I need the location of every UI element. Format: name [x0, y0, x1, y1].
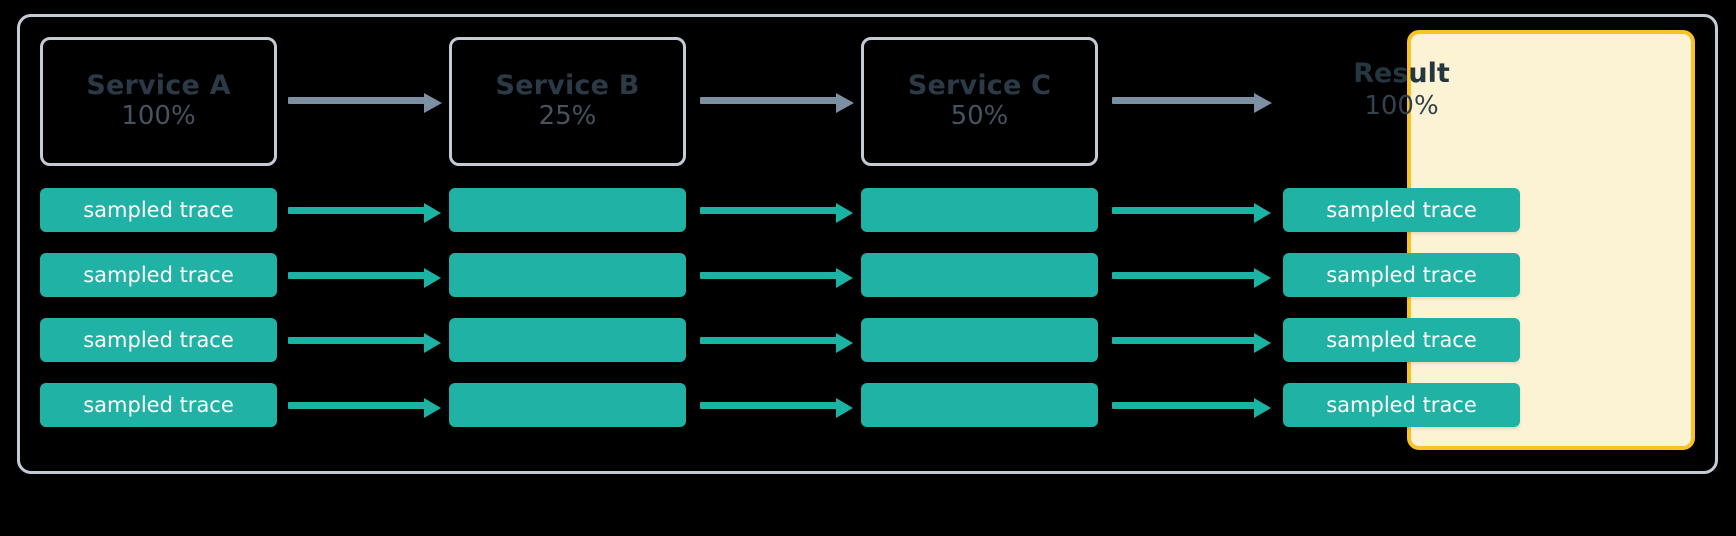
trace-bar-service-a-1[interactable]: sampled trace — [40, 188, 277, 232]
trace-bar-label: sampled trace — [83, 392, 234, 417]
arrow-head-icon — [836, 203, 853, 223]
trace-bar-service-a-4[interactable]: sampled trace — [40, 383, 277, 427]
trace-bar-label: sampled trace — [83, 327, 234, 352]
result-title: Result — [1353, 58, 1450, 89]
arrow-shaft — [1112, 206, 1255, 214]
arrow-shaft — [288, 401, 425, 409]
service-percentage: 100% — [121, 101, 196, 132]
arrow-shaft — [1112, 271, 1255, 279]
arrow-head-icon — [836, 333, 853, 353]
trace-bar-result-1[interactable]: sampled trace — [1283, 188, 1520, 232]
arrow-head-icon — [836, 268, 853, 288]
trace-bar-service-a-3[interactable]: sampled trace — [40, 318, 277, 362]
arrow-shaft — [1112, 96, 1255, 104]
arrow-shaft — [1112, 401, 1255, 409]
service-title: Service A — [86, 69, 231, 101]
trace-bar-label: sampled trace — [1326, 327, 1477, 352]
arrow-shaft — [288, 271, 425, 279]
service-percentage: 25% — [538, 101, 597, 132]
trace-bar-label: sampled trace — [1326, 262, 1477, 287]
result-percentage: 100% — [1364, 91, 1439, 122]
arrow-head-icon — [1254, 93, 1272, 113]
trace-bar-service-c-4[interactable] — [861, 383, 1098, 427]
trace-bar-service-b-4[interactable] — [449, 383, 686, 427]
trace-bar-result-2[interactable]: sampled trace — [1283, 253, 1520, 297]
trace-bar-label: sampled trace — [1326, 392, 1477, 417]
arrow-head-icon — [424, 203, 441, 223]
arrow-shaft — [700, 206, 837, 214]
arrow-head-icon — [1254, 268, 1271, 288]
arrow-head-icon — [1254, 398, 1271, 418]
trace-bar-result-4[interactable]: sampled trace — [1283, 383, 1520, 427]
trace-bar-label: sampled trace — [1326, 197, 1477, 222]
service-title: Service B — [495, 69, 640, 101]
trace-bar-result-3[interactable]: sampled trace — [1283, 318, 1520, 362]
arrow-head-icon — [424, 333, 441, 353]
arrow-head-icon — [1254, 333, 1271, 353]
arrow-shaft — [288, 206, 425, 214]
arrow-shaft — [700, 401, 837, 409]
service-percentage: 50% — [950, 101, 1009, 132]
arrow-head-icon — [424, 398, 441, 418]
trace-bar-label: sampled trace — [83, 197, 234, 222]
result-highlight-panel — [1407, 30, 1695, 450]
arrow-shaft — [700, 271, 837, 279]
trace-bar-service-c-1[interactable] — [861, 188, 1098, 232]
trace-bar-service-c-3[interactable] — [861, 318, 1098, 362]
trace-bar-service-b-2[interactable] — [449, 253, 686, 297]
arrow-head-icon — [836, 398, 853, 418]
arrow-shaft — [1112, 336, 1255, 344]
arrow-shaft — [700, 96, 837, 104]
service-title: Service C — [907, 69, 1052, 101]
outer-frame — [17, 14, 1718, 474]
trace-bar-service-c-2[interactable] — [861, 253, 1098, 297]
trace-bar-label: sampled trace — [83, 262, 234, 287]
arrow-head-icon — [424, 268, 441, 288]
trace-bar-service-b-3[interactable] — [449, 318, 686, 362]
arrow-head-icon — [1254, 203, 1271, 223]
trace-bar-service-b-1[interactable] — [449, 188, 686, 232]
arrow-shaft — [288, 336, 425, 344]
arrow-head-icon — [836, 93, 854, 113]
arrow-head-icon — [424, 93, 442, 113]
trace-bar-service-a-2[interactable]: sampled trace — [40, 253, 277, 297]
arrow-shaft — [288, 96, 425, 104]
arrow-shaft — [700, 336, 837, 344]
